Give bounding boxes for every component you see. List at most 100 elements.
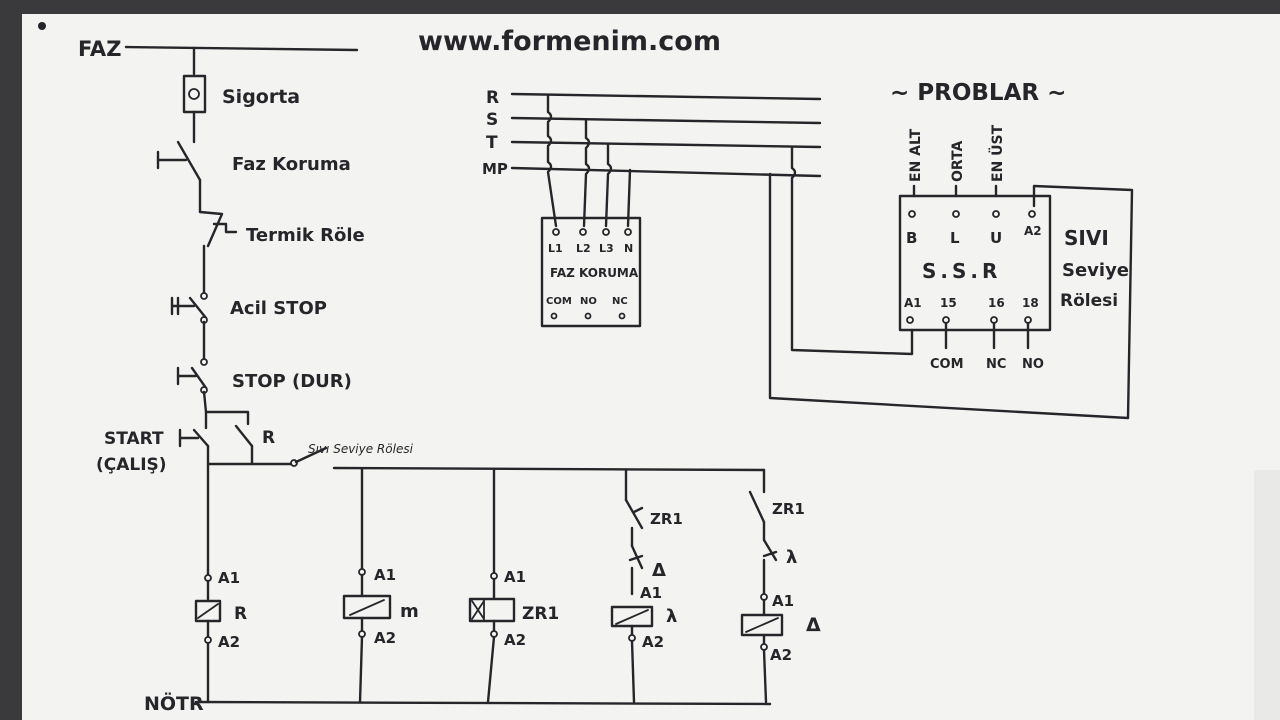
coil-zr1-a2: A2: [504, 631, 526, 649]
label-start: START: [104, 429, 164, 449]
terminal-node: [579, 228, 587, 236]
stop-pushbutton: [176, 366, 198, 386]
ssr-output-nc: NC: [986, 357, 1006, 372]
timer-mark: [471, 598, 485, 622]
terminal-node: [624, 228, 632, 236]
power-section: R S T MP: [482, 88, 1134, 420]
terminal-node: [602, 228, 610, 236]
ssr-terminal-a1: A1: [904, 296, 922, 310]
wire-segment: [358, 635, 364, 704]
faz-koruma-module-title: FAZ KORUMA: [550, 266, 639, 280]
line-label-mp: MP: [482, 160, 508, 178]
wire-segment: [486, 635, 496, 704]
label-acil-stop: Acil STOP: [230, 298, 327, 319]
ssr-terminal-16: 16: [988, 296, 1005, 310]
label-calis: (ÇALIŞ): [96, 455, 167, 475]
coil-r-a1: A1: [218, 569, 240, 587]
ssr-side-label-2: Seviye: [1062, 260, 1129, 281]
ssr-box: [898, 194, 1052, 332]
line-label-t: T: [486, 133, 498, 153]
line-t: [510, 140, 822, 149]
phase-line: [124, 45, 359, 52]
ssr-terminal-a2: A2: [1024, 224, 1042, 238]
ssr-terminal-15: 15: [940, 296, 957, 310]
label-r-contact: R: [262, 428, 275, 448]
label-faz-koruma: Faz Koruma: [232, 154, 351, 175]
terminal-node: [1028, 210, 1036, 218]
terminal-node: [992, 210, 1000, 218]
terminal-com: COM: [546, 296, 572, 307]
coil-delta: [740, 613, 784, 637]
ssr-output-leads: [944, 321, 1030, 350]
coil-mark: [197, 603, 219, 619]
fuse-symbol: [182, 74, 207, 114]
stop-contact: [190, 366, 208, 390]
ssr-output-com: COM: [930, 357, 964, 372]
terminal-n: N: [624, 242, 633, 255]
ssr-title: S.S.R: [922, 259, 1001, 283]
label-termik: Termik Röle: [246, 225, 365, 246]
terminal-node: [584, 312, 592, 320]
label-sigorta: Sigorta: [222, 86, 300, 108]
neutral-line: [194, 700, 772, 706]
termik-thermal-symbol: [212, 222, 238, 234]
zr1-nc-contact: [624, 498, 644, 530]
label-delta-contact: Δ: [652, 560, 666, 581]
label-zr1-a: ZR1: [650, 510, 683, 528]
coil-star-a1: A1: [640, 584, 662, 602]
control-bus: [332, 466, 766, 472]
terminal-node: [952, 210, 960, 218]
terminal-no: NO: [580, 296, 597, 307]
ssr-terminal-u: U: [990, 229, 1002, 247]
terminal-node: [552, 228, 560, 236]
ssr-section: ~ PROBLAR ~ EN ALT ORTA EN ÜST B L U A2 …: [890, 80, 1129, 372]
wire-segment: [762, 648, 768, 704]
wire-to-ssr-a1: [790, 146, 914, 356]
wire-segment: [202, 390, 250, 426]
ssr-side-label-3: Rölesi: [1060, 291, 1118, 311]
termik-contact: [198, 210, 224, 248]
label-zr1-b: ZR1: [772, 500, 805, 518]
terminal-node: [618, 312, 626, 320]
coil-m-a1: A1: [374, 566, 396, 584]
label-faz: FAZ: [78, 37, 121, 61]
board-edge: [1254, 470, 1280, 720]
line-s: [510, 116, 822, 125]
coil-zr1-label: ZR1: [522, 604, 559, 624]
drop-n: [626, 168, 632, 228]
coil-delta-a2: A2: [770, 646, 792, 664]
acil-stop-contact: [188, 296, 208, 320]
fuse-circle: [188, 88, 200, 100]
terminal-node: [906, 316, 914, 324]
drop-l3: [604, 142, 613, 228]
label-stop-dur: STOP (DUR): [232, 371, 352, 392]
r-holding-contact: [234, 424, 254, 448]
probe-en-alt: EN ALT: [908, 128, 924, 182]
label-sivi-seviye-contact: Sıvı Seviye Rölesi: [308, 442, 414, 456]
probe-en-ust: EN ÜST: [988, 124, 1006, 182]
website-title: www.formenim.com: [418, 26, 721, 57]
probe-leads: [912, 184, 998, 198]
coil-m: [342, 594, 392, 620]
line-label-r: R: [486, 88, 499, 108]
wire-segment: [630, 639, 636, 704]
coil-mark: [615, 609, 649, 625]
coil-m-label: m: [400, 601, 419, 622]
coil-r-label: R: [234, 604, 247, 624]
probes-title: ~ PROBLAR ~: [890, 80, 1066, 106]
coil-delta-a1: A1: [772, 592, 794, 610]
coil-star-label: λ: [666, 606, 677, 627]
coil-zr1-a1: A1: [504, 568, 526, 586]
line-r: [510, 92, 822, 101]
zr1-no-contact: [748, 490, 766, 524]
marker-dot: [38, 22, 46, 30]
faz-koruma-contact: [176, 140, 202, 182]
line-label-s: S: [486, 110, 498, 130]
faz-koruma-box: [540, 216, 642, 328]
terminal-l2: L2: [576, 242, 591, 255]
faz-koruma-actuator: [156, 150, 188, 170]
wire-segment: [206, 444, 294, 466]
sivi-seviye-contact: [294, 446, 328, 464]
coil-m-a2: A2: [374, 629, 396, 647]
